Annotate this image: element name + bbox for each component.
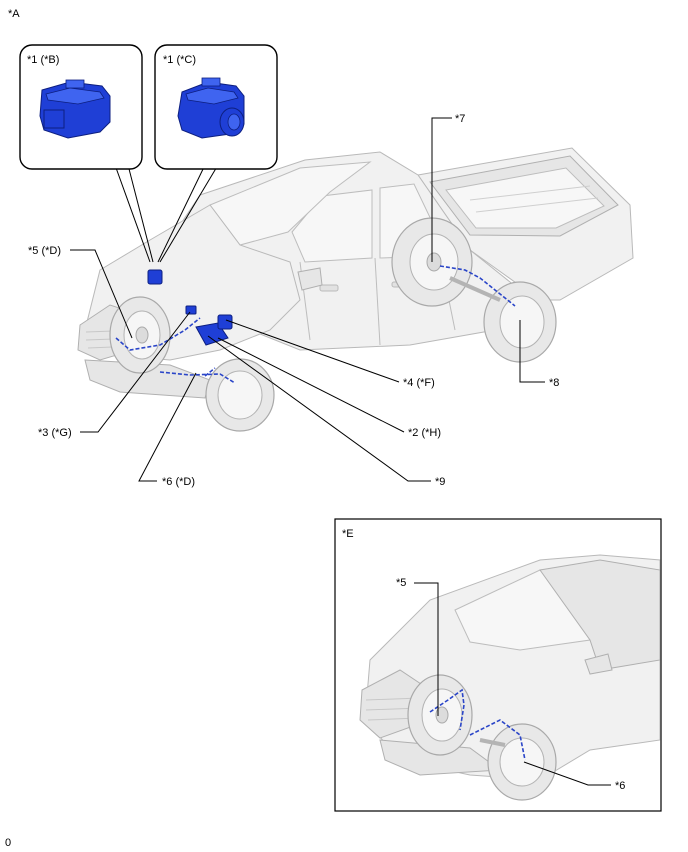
label-figure-code: 0: [5, 837, 11, 849]
label-part7: *7: [455, 113, 465, 125]
inset-e: [334, 518, 662, 812]
abs-actuator-c-icon: [177, 77, 245, 139]
label-part4-f: *4 (*F): [403, 377, 435, 389]
label-part5-d: *5 (*D): [28, 245, 61, 257]
label-inset-part6: *6: [615, 780, 625, 792]
pickup-truck-illustration: [77, 147, 634, 432]
label-view-e: *E: [342, 528, 354, 540]
callout-ecu-b: [19, 44, 154, 263]
leader-lines: [70, 117, 545, 482]
label-part1-c: *1 (*C): [163, 54, 196, 66]
labels: *A *1 (*B) *1 (*C) *5 (*D) *7 *4 (*F) *8…: [5, 8, 625, 849]
label-part8: *8: [549, 377, 559, 389]
label-part9: *9: [435, 476, 445, 488]
label-part6-d: *6 (*D): [162, 476, 195, 488]
label-part1-b: *1 (*B): [27, 54, 59, 66]
label-inset-part5: *5: [396, 577, 406, 589]
callout-ecu-c: [154, 44, 278, 263]
label-view-a: *A: [8, 8, 20, 20]
abs-actuator-b-icon: [39, 79, 111, 139]
label-part2-h: *2 (*H): [408, 427, 441, 439]
label-part3-g: *3 (*G): [38, 427, 72, 439]
